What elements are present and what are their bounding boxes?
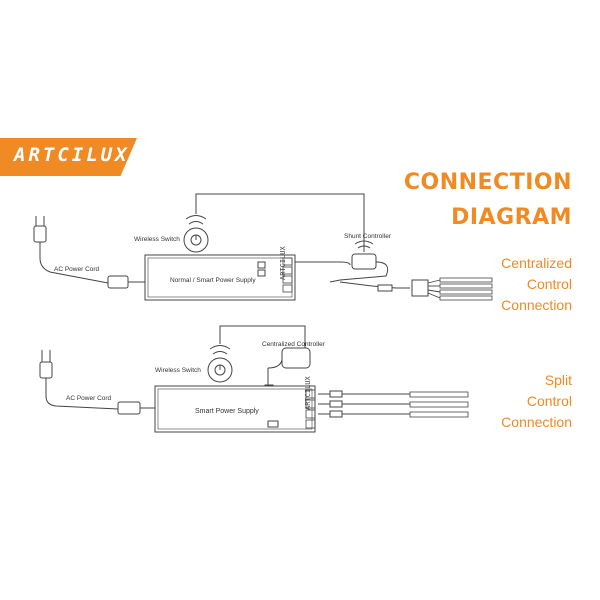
section1-supply-brand-mark: ARTCILUX (279, 245, 287, 280)
brand-logo-text: ARTCILUX (14, 144, 130, 166)
section2-centralized-controller (264, 347, 311, 393)
section1-power-supply-label: Normal / Smart Power Supply (170, 277, 256, 284)
diagram-title-line-1: CONNECTION (403, 170, 572, 195)
section1-shunt-controller-label: Shunt Controller (344, 233, 392, 240)
section2-power-cord-label: AC Power Cord (66, 395, 112, 402)
section2-centralized-controller-label: Centralized Controller (262, 341, 326, 348)
brand-logo-badge (0, 138, 137, 176)
section2-power-supply-label: Smart Power Supply (195, 408, 259, 415)
section2-label-line-1: Split (544, 372, 572, 388)
section2-label-line-2: Control (526, 393, 572, 409)
section1-shunt-controller (329, 240, 441, 299)
section2-led-strips (409, 391, 469, 418)
section2-supply-brand-mark: ARTCILUX (304, 375, 312, 410)
section1-led-strips (439, 277, 493, 301)
section1-power-cord-label: AC Power Cord (54, 266, 100, 273)
section2-power-supply (154, 385, 410, 433)
section2-label-line-3: Connection (501, 414, 572, 430)
section1-label-line-1: Centralized (501, 255, 572, 271)
section1-wireless-switch (183, 193, 365, 253)
section1-power-cord (33, 216, 145, 289)
section1-label-line-2: Control (526, 276, 572, 292)
section2-wireless-switch (207, 325, 306, 383)
diagram-title-line-2: DIAGRAM (451, 205, 572, 230)
section1-power-supply (144, 254, 351, 301)
section1-wireless-switch-label: Wireless Switch (134, 236, 180, 243)
section1-label-line-3: Connection (501, 297, 572, 313)
section2-power-cord (39, 350, 155, 415)
section2-wireless-switch-label: Wireless Switch (155, 367, 201, 374)
